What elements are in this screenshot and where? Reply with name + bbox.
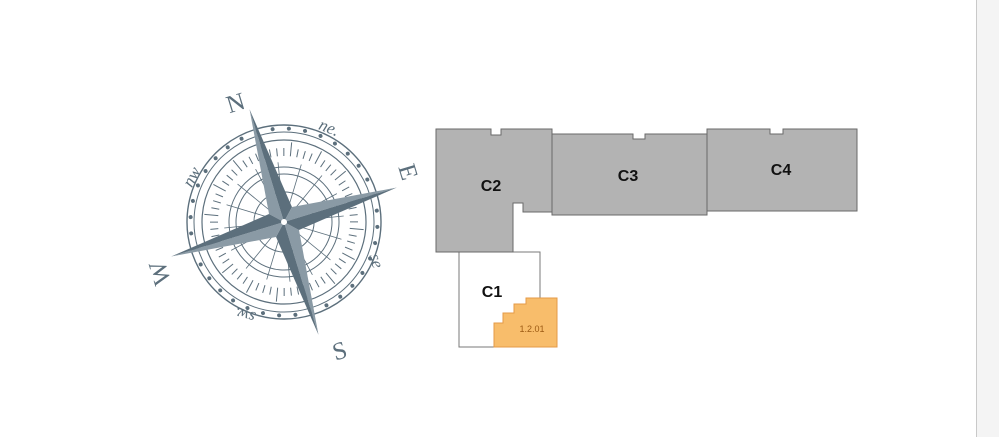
compass-west-label: W [144, 257, 177, 288]
compass-southeast-label: se [365, 251, 387, 271]
site-diagram: N S E W ne. nw se sw. C1 C2 C3 C4 [144, 88, 858, 367]
block-c4-label: C4 [771, 162, 792, 179]
scrollbar-track[interactable] [977, 0, 999, 437]
compass-south-label: S [329, 337, 350, 367]
block-c3-label: C3 [618, 168, 639, 185]
compass-rose-icon: N S E W ne. nw se sw. [144, 88, 423, 367]
unit-1-2-01-label: 1.2.01 [519, 324, 544, 334]
block-c2-label: C2 [481, 178, 502, 195]
block-c4[interactable]: C4 [706, 128, 858, 212]
block-c2[interactable]: C2 [435, 128, 553, 253]
compass-southwest-label: sw. [232, 304, 257, 328]
panel-divider [976, 0, 977, 437]
unit-1-2-01[interactable]: 1.2.01 [493, 297, 558, 348]
compass-east-label: E [392, 161, 422, 184]
building-floor-plan: C1 C2 C3 C4 1.2.01 [435, 128, 858, 348]
compass-northwest-label: nw [179, 163, 205, 190]
compass-north-label: N [223, 88, 248, 119]
block-c3[interactable]: C3 [551, 133, 708, 216]
block-c1-label: C1 [482, 284, 503, 301]
